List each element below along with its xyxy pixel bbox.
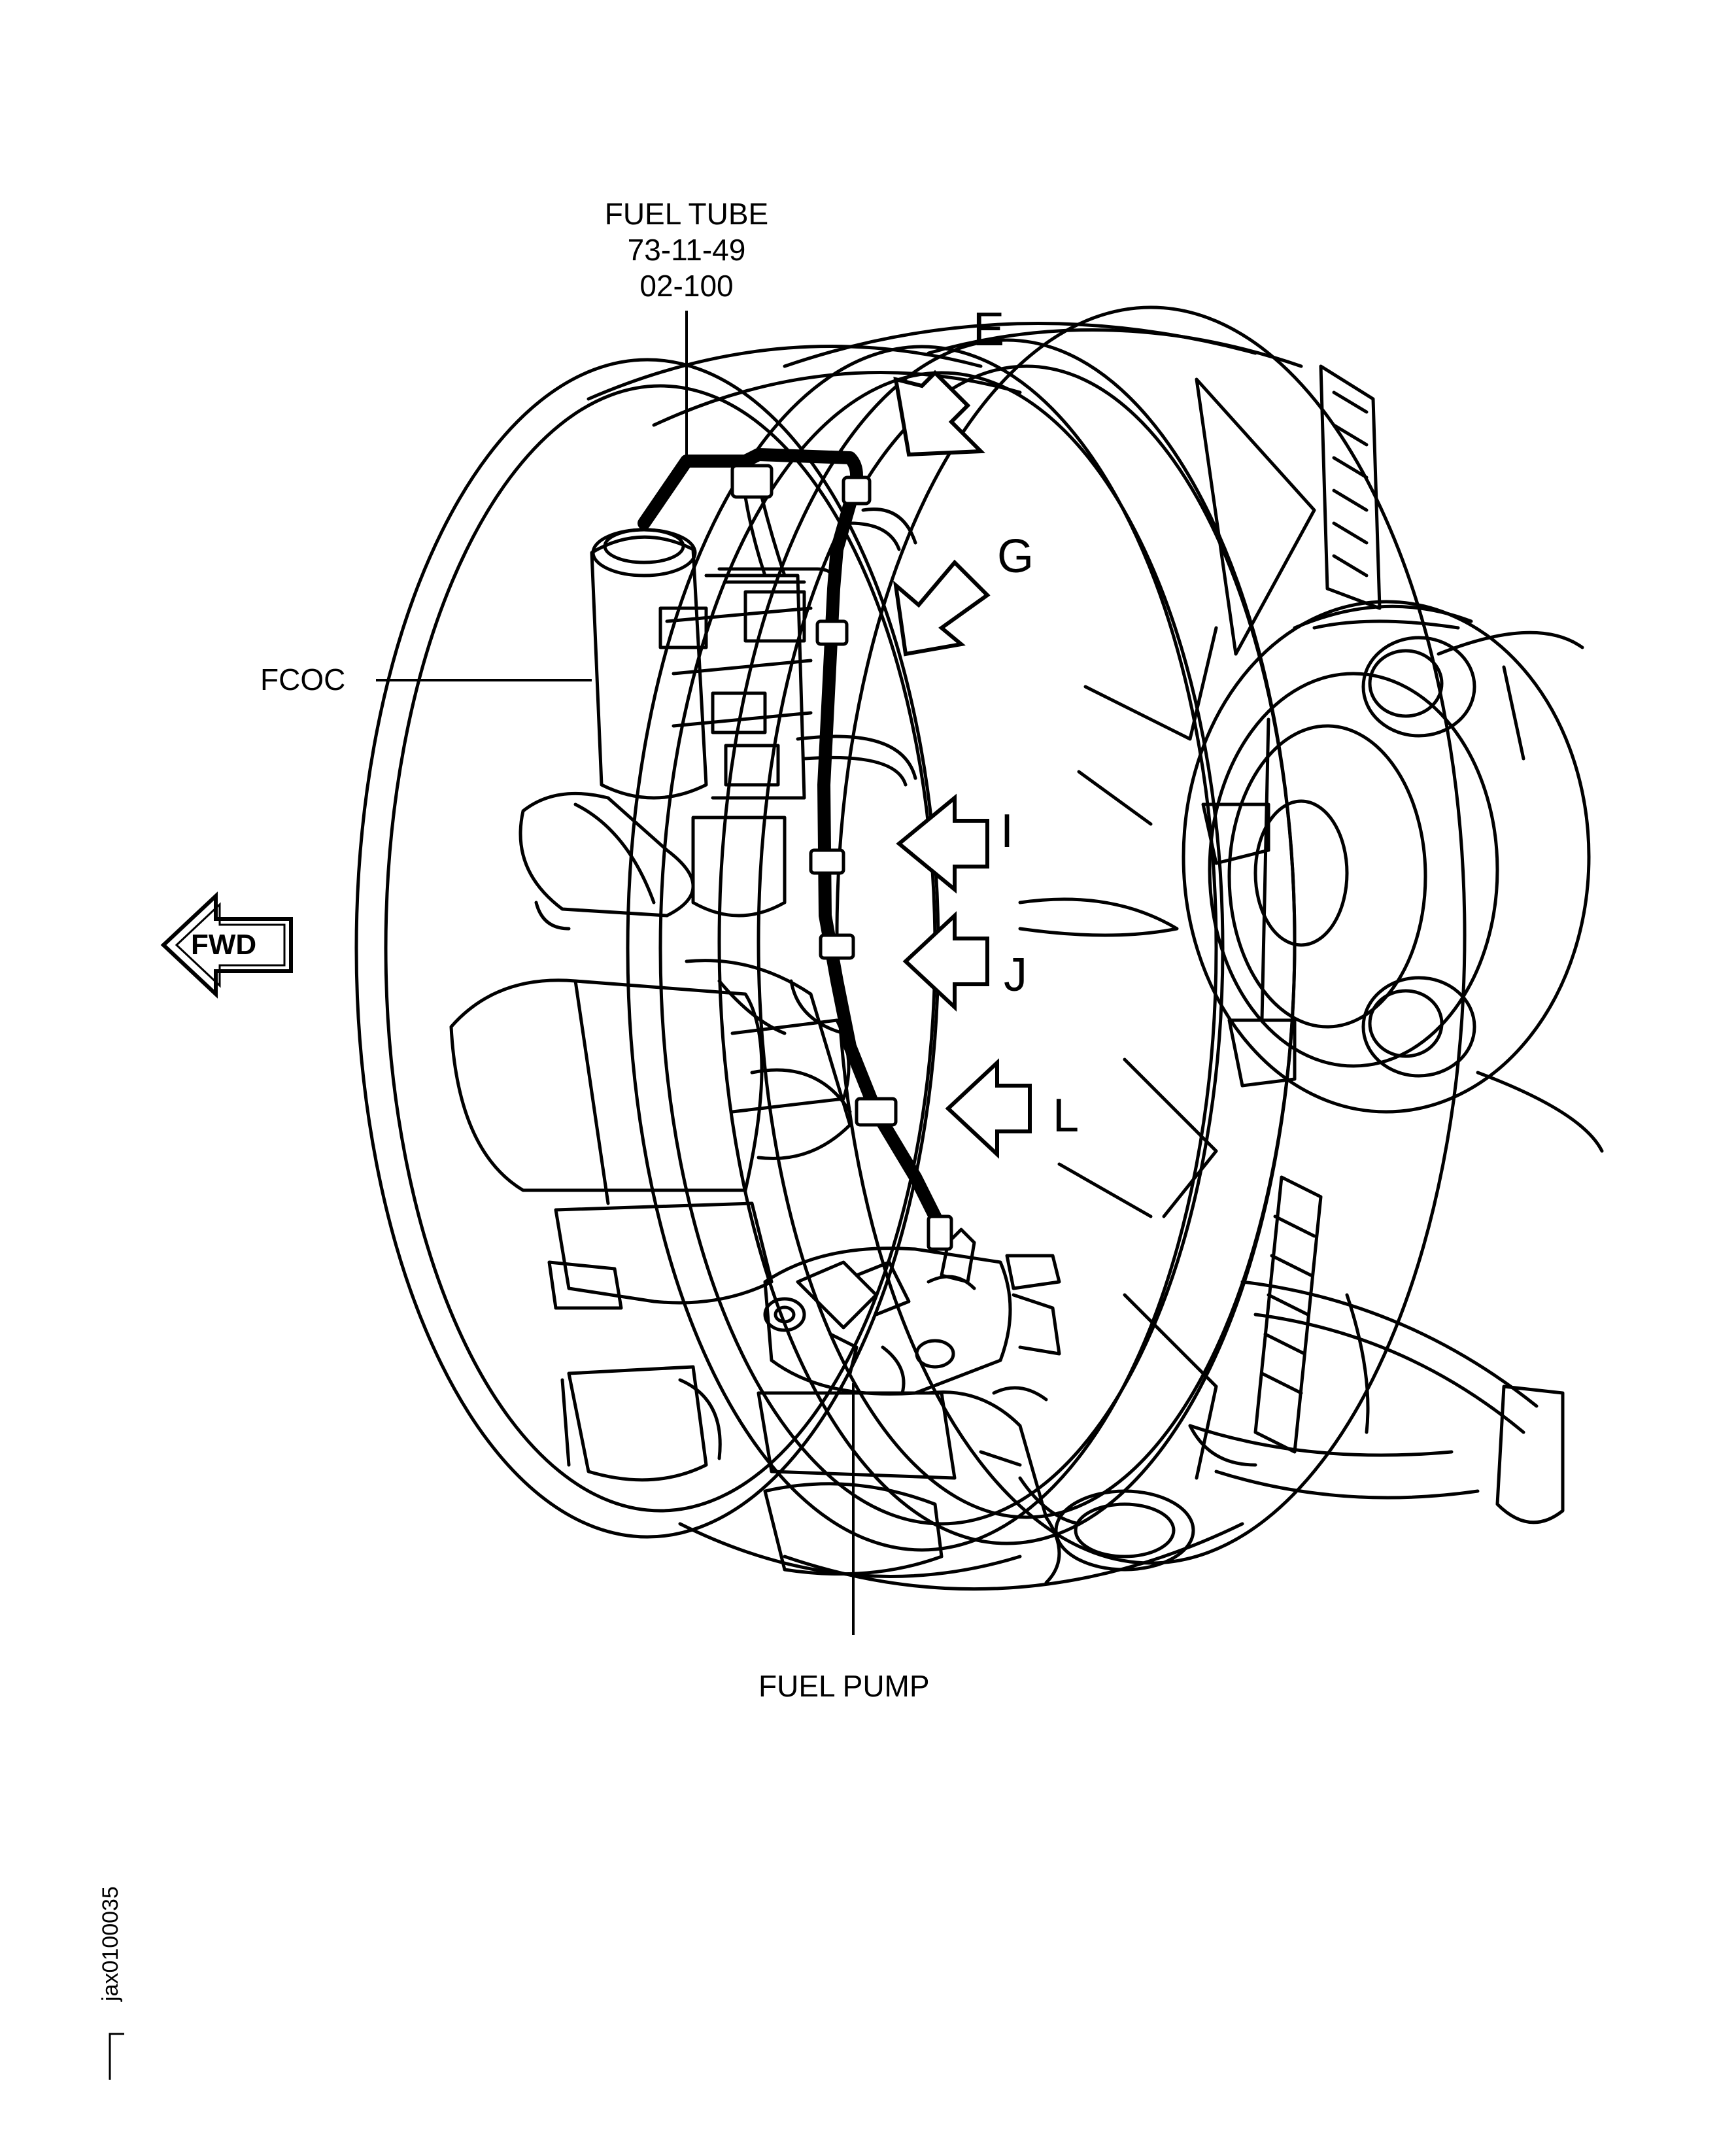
view-arrow-g <box>893 559 991 657</box>
right-side-tubes <box>1188 619 1565 1524</box>
fuel-tube-label: FUEL TUBE 73-11-49 02-100 <box>575 196 798 305</box>
engine-casing <box>354 305 1467 1591</box>
figure-id-corner <box>109 2033 124 2080</box>
view-arrow-e <box>893 370 985 457</box>
fuel-pump-body <box>763 1228 1061 1396</box>
forward-label: FWD <box>191 929 257 961</box>
core-gearbox <box>1182 600 1604 1153</box>
view-label-l: L <box>1053 1090 1080 1142</box>
view-arrow-i <box>896 793 989 894</box>
view-arrow-l <box>945 1058 1032 1159</box>
fuel-tube-label-line-1: FUEL TUBE <box>604 197 769 231</box>
fuel-lines <box>717 495 917 1035</box>
view-label-j: J <box>1004 949 1027 1001</box>
fan-struts <box>1018 377 1316 1480</box>
fcoc-unit <box>519 528 917 931</box>
fcoc-label: FCOC <box>260 663 346 697</box>
fuel-tube-label-line-3: 02-100 <box>639 269 734 303</box>
view-arrow-j <box>902 911 989 1012</box>
forward-arrow <box>160 891 293 999</box>
lower-accessories <box>449 959 1195 1585</box>
view-arrows <box>893 370 1032 1159</box>
fuel-tube-clamps <box>730 464 953 1251</box>
forward-arrow-inner <box>175 902 286 988</box>
rear-frame <box>1188 364 1480 1500</box>
figure-id: jax0100035 <box>98 1886 123 2001</box>
fuel-tube-label-line-2: 73-11-49 <box>627 233 746 267</box>
fuel-pump-label: FUEL PUMP <box>758 1669 930 1703</box>
view-label-g: G <box>997 530 1034 583</box>
view-label-e: E <box>973 303 1005 356</box>
view-label-i: I <box>1000 805 1014 857</box>
leader-lines <box>376 311 855 1635</box>
